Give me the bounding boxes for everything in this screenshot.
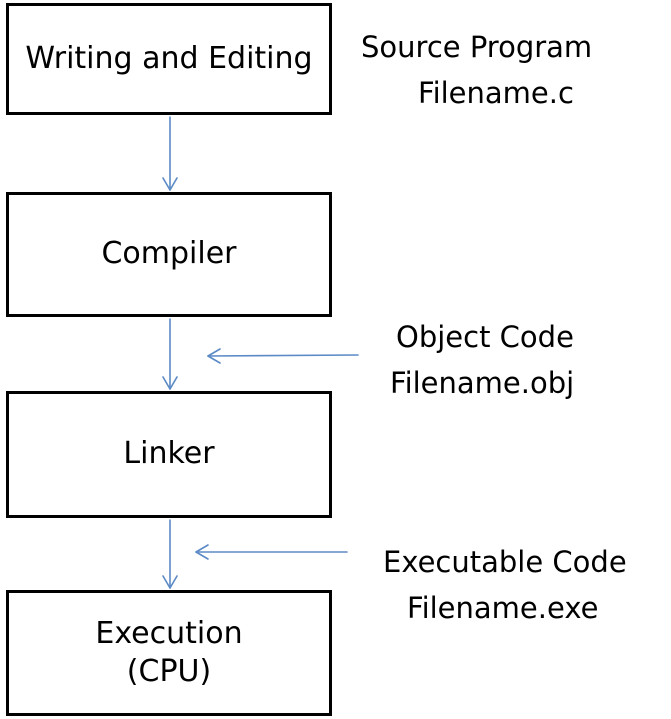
- arrow-object-code-pointer: [207, 348, 359, 364]
- source-program-title: Source Program: [361, 30, 593, 64]
- stage-linker-box: Linker: [6, 391, 332, 518]
- arrow-link-to-exec: [162, 519, 178, 589]
- arrow-executable-code-pointer: [195, 544, 348, 560]
- executable-code-title: Executable Code: [383, 545, 627, 579]
- stage-writing-editing-box: Writing and Editing: [6, 3, 332, 115]
- object-code-title: Object Code: [396, 320, 574, 354]
- stage-writing-editing-label: Writing and Editing: [25, 40, 313, 76]
- stage-linker-label: Linker: [123, 436, 215, 472]
- object-code-filename: Filename.obj: [390, 366, 575, 400]
- stage-execution-sublabel: (CPU): [126, 654, 212, 689]
- executable-code-note: Executable Code Filename.exe: [383, 539, 627, 631]
- stage-compiler-label: Compiler: [101, 236, 237, 272]
- stage-execution-label: Execution: [95, 615, 243, 651]
- arrow-write-to-compile: [162, 116, 178, 191]
- stage-execution-box: Execution (CPU): [6, 590, 332, 716]
- executable-code-filename: Filename.exe: [407, 591, 599, 625]
- object-code-note: Object Code Filename.obj: [390, 314, 574, 406]
- arrow-compile-to-link: [162, 318, 178, 390]
- source-program-filename: Filename.c: [418, 76, 574, 110]
- source-program-note: Source Program Filename.c: [361, 24, 592, 116]
- stage-compiler-box: Compiler: [6, 192, 332, 317]
